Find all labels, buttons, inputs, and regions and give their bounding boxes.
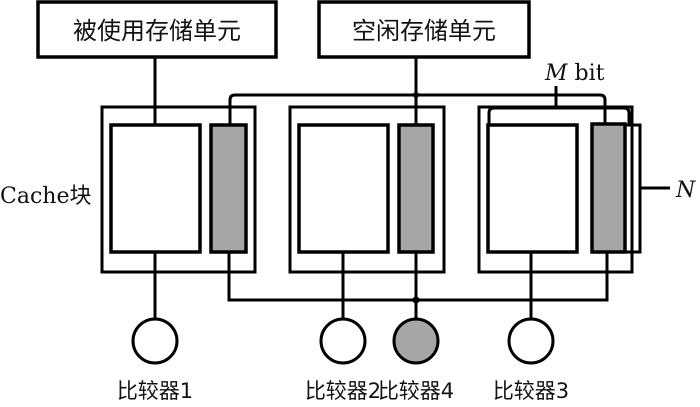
comparator-2: 比较器2 bbox=[305, 317, 381, 403]
data-area-2 bbox=[297, 123, 390, 254]
cache-block-3 bbox=[477, 105, 634, 274]
comparator-circle bbox=[507, 317, 555, 365]
data-area-3 bbox=[486, 123, 579, 254]
n-label: N bbox=[675, 178, 696, 203]
m-bit-bracket bbox=[487, 106, 631, 124]
comparator-label: 比较器4 bbox=[378, 379, 454, 403]
top-tag-bus bbox=[228, 93, 607, 124]
tag-area-1 bbox=[209, 123, 248, 254]
comparator-label: 比较器1 bbox=[117, 379, 193, 403]
comparator-circle bbox=[392, 317, 440, 365]
cache-block-label: Cache块 bbox=[0, 184, 91, 209]
free-storage-box: 空闲存储单元 bbox=[317, 0, 531, 59]
comparator-1: 比较器1 bbox=[117, 317, 193, 403]
bottom-tag-bus bbox=[227, 252, 609, 302]
data-area-1 bbox=[109, 123, 202, 254]
cache-block-2 bbox=[288, 105, 446, 274]
comparator-circle bbox=[319, 317, 367, 365]
bottom-junction-dot bbox=[412, 296, 420, 304]
comparator-3: 比较器4 bbox=[378, 317, 454, 403]
m-bit-label: M bit bbox=[544, 61, 605, 86]
used-storage-box: 被使用存储单元 bbox=[36, 0, 278, 59]
tag-area-3 bbox=[590, 122, 627, 254]
cache-block-1 bbox=[100, 105, 257, 274]
tag-area-2 bbox=[397, 123, 435, 254]
free-storage-label: 空闲存储单元 bbox=[352, 17, 496, 45]
comparator-circle bbox=[131, 317, 179, 365]
comparator-4: 比较器3 bbox=[493, 317, 569, 403]
m-bit-unit: bit bbox=[568, 61, 605, 86]
comparator-label: 比较器3 bbox=[493, 379, 569, 403]
comparator-label: 比较器2 bbox=[305, 379, 381, 403]
used-storage-label: 被使用存储单元 bbox=[73, 17, 241, 45]
m-bit-var: M bbox=[544, 61, 568, 86]
